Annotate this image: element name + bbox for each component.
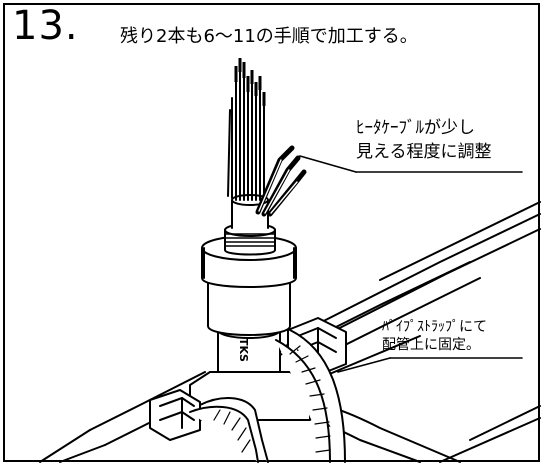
- gland-thread: [225, 233, 275, 247]
- heater-callout-line1: ﾋｰﾀｹｰﾌﾞﾙが少し: [356, 118, 475, 138]
- cable-gland: [201, 223, 297, 336]
- strap-callout-line1: ﾊﾟｲﾌﾟｽﾄﾗｯﾌﾟにて: [382, 319, 487, 335]
- strap-callout-line2: 配管上に固定。: [382, 337, 480, 353]
- step-number: 13.: [12, 3, 79, 49]
- step-instruction: 残り2本も6～11の手順で加工する。: [120, 26, 418, 47]
- leader-strap: [337, 357, 523, 373]
- wire-tips: [234, 58, 266, 106]
- heater-callout: ﾋｰﾀｹｰﾌﾞﾙが少し 見える程度に調整: [356, 116, 492, 164]
- leader-heater: [299, 155, 523, 173]
- strap-callout: ﾊﾟｲﾌﾟｽﾄﾗｯﾌﾟにて 配管上に固定。: [382, 318, 487, 354]
- pipe-strap-right: [275, 317, 347, 463]
- heater-cable-highlights: [258, 159, 298, 214]
- wires-upright: [227, 69, 265, 201]
- fitting-marking: TKS: [237, 338, 250, 362]
- heater-callout-line2: 見える程度に調整: [356, 142, 492, 162]
- strap-teeth: [213, 345, 331, 453]
